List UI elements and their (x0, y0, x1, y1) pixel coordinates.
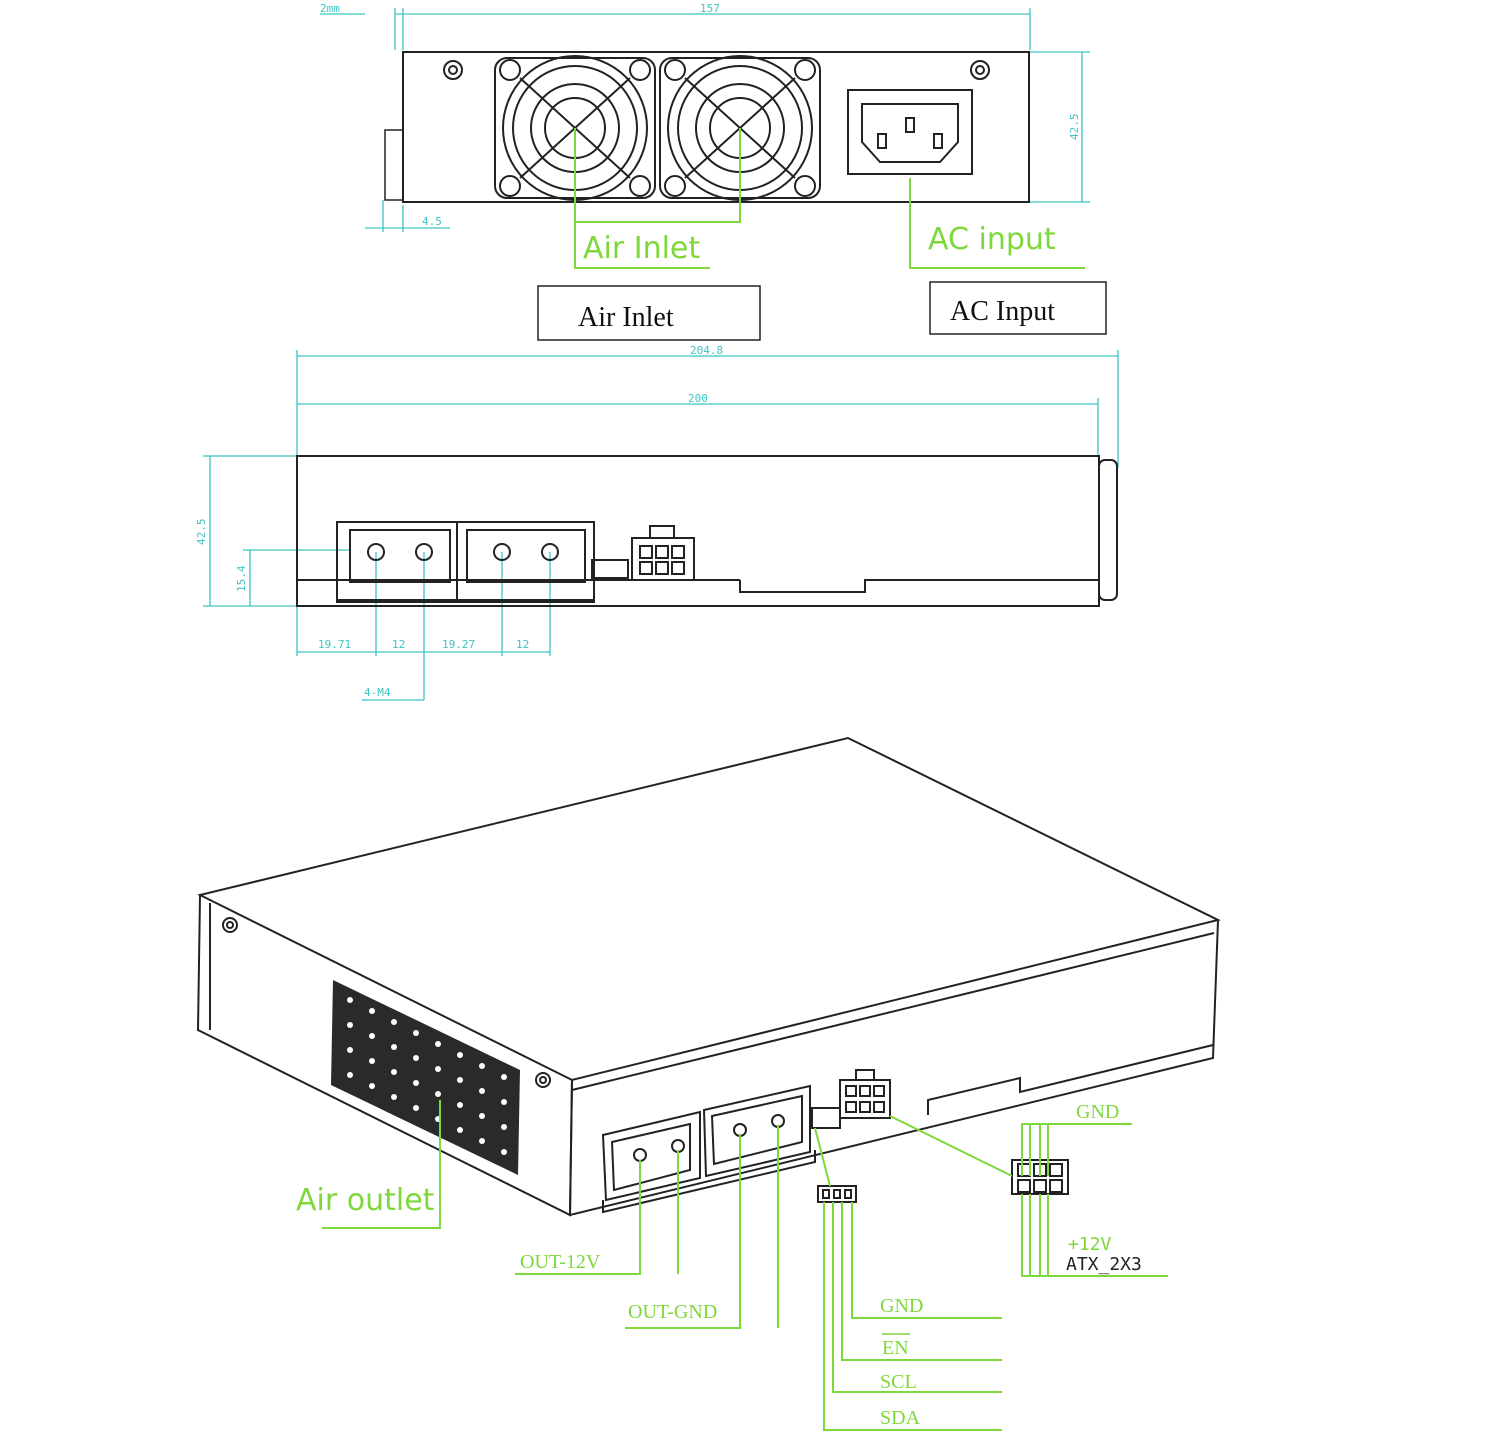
iso-atx-connector-icon (839, 1069, 891, 1119)
front-screw-left-icon (443, 60, 463, 80)
pin-label-gnd: GND (880, 1295, 923, 1317)
iso-body-outline (196, 736, 1221, 1217)
pin-label-scl: SCL (880, 1371, 917, 1393)
side-atx-connector-icon (631, 525, 695, 581)
dim-4-5: 4.5 (422, 215, 442, 228)
air-inlet-box (537, 285, 761, 341)
pin-label-en: EN (882, 1337, 909, 1359)
side-signal-connector-icon (591, 559, 629, 579)
front-dimensions (320, 8, 1090, 232)
label-gnd-atx: GND (1076, 1101, 1119, 1123)
dim-204-8: 204.8 (690, 344, 723, 357)
dim-15-4: 15.4 (235, 565, 248, 592)
dim-42-5-front: 42.5 (1068, 114, 1081, 141)
label-ac-input-green: AC input (928, 222, 1056, 257)
label-air-outlet: Air outlet (296, 1183, 435, 1218)
iso-view: Air outlet OUT-12V OUT-GND GND +12V ATX_… (196, 736, 1221, 1431)
front-panel-outline (402, 51, 1030, 203)
iso-terminal-blocks (601, 1084, 816, 1214)
label-air-inlet-green: Air Inlet (583, 231, 700, 266)
dim-12-b: 12 (516, 638, 529, 651)
label-out-12v: OUT-12V (520, 1251, 601, 1273)
dim-42-5-side: 42.5 (195, 519, 208, 546)
dim-4-m4: 4-M4 (364, 686, 391, 699)
dim-200: 200 (688, 392, 708, 405)
air-outlet-vent-grid (331, 980, 520, 1175)
vent-holes (347, 997, 507, 1155)
side-dimensions (203, 350, 1119, 701)
ac-socket-icon (847, 89, 973, 175)
side-view: 204.8 200 42.5 15.4 19.71 12 19.27 12 4-… (195, 344, 1119, 701)
dim-19-71: 19.71 (318, 638, 351, 651)
front-view: 2mm 157 42.5 4.5 (320, 2, 1107, 341)
front-screw-right-icon (970, 60, 990, 80)
label-out-gnd: OUT-GND (628, 1301, 717, 1323)
iso-signal-connector-icon (811, 1107, 841, 1129)
dim-19-27: 19.27 (442, 638, 475, 651)
iso-screw-right-icon (535, 1072, 551, 1088)
front-leaders (574, 128, 1085, 269)
front-flange (384, 129, 404, 201)
label-plus-12v: +12V (1068, 1234, 1112, 1255)
iso-leaders (322, 1100, 1168, 1431)
ac-input-box (929, 281, 1107, 335)
label-ac-input-boxed: AC Input (950, 296, 1055, 327)
dim-2mm: 2mm (320, 2, 340, 15)
label-air-inlet-boxed: Air Inlet (578, 302, 674, 333)
iso-screw-left-icon (222, 917, 238, 933)
dim-157: 157 (700, 2, 720, 15)
side-body-outline (296, 455, 1118, 607)
signal-connector-callout-icon (817, 1185, 857, 1203)
dim-12-a: 12 (392, 638, 405, 651)
side-terminal-blocks (336, 521, 595, 603)
pin-label-sda: SDA (880, 1407, 921, 1429)
label-atx-2x3: ATX_2X3 (1066, 1254, 1142, 1275)
